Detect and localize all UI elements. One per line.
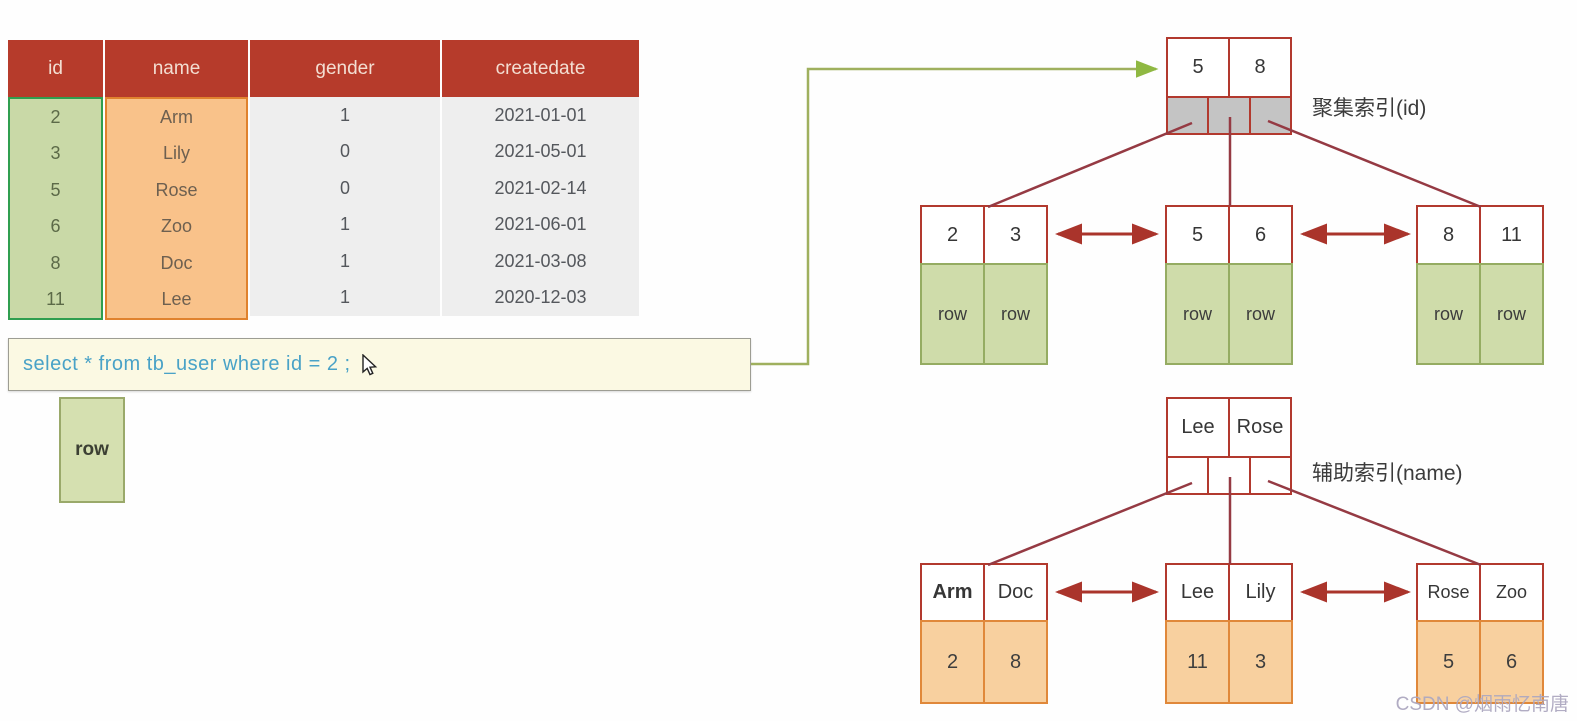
- leaf-key: 11: [1479, 205, 1544, 265]
- leaf-id-cell: 11: [1165, 620, 1230, 704]
- leaf-row-cell: row: [1416, 263, 1481, 365]
- root-pointer-cell: [1248, 456, 1292, 495]
- leaf-key: Arm: [920, 563, 985, 622]
- table-column-id: 2 3 5 6 8 11: [8, 97, 103, 320]
- root-key: 5: [1166, 37, 1230, 98]
- table-header-createdate: createdate: [442, 40, 639, 97]
- clustered-leaf: 5 6 row row: [1165, 205, 1293, 365]
- root-pointer-cell: [1207, 96, 1251, 135]
- root-pointer-cell: [1166, 96, 1210, 135]
- leaf-key: Lee: [1165, 563, 1230, 622]
- leaf-row-cell: row: [920, 263, 985, 365]
- table-cell: 2021-01-01: [494, 104, 587, 125]
- leaf-key: 8: [1416, 205, 1481, 265]
- leaf-key: Doc: [983, 563, 1048, 622]
- table-cell: 8: [50, 252, 61, 273]
- leaf-key: 6: [1228, 205, 1293, 265]
- table-column-gender: 1 0 0 1 1 1: [250, 97, 440, 316]
- leaf-id-cell: 2: [920, 620, 985, 704]
- table-cell: 2020-12-03: [494, 287, 587, 308]
- root-pointer-cell: [1207, 456, 1251, 495]
- table-cell: 2021-02-14: [494, 177, 587, 198]
- root-pointer-cell: [1166, 456, 1210, 495]
- table-cell: 1: [339, 104, 350, 125]
- watermark: CSDN @烟雨忆南唐: [1395, 694, 1569, 715]
- root-pointer-cell: [1248, 96, 1292, 135]
- user-table-header: id name gender createdate: [8, 40, 639, 97]
- table-cell: 11: [46, 289, 65, 310]
- leaf-row-cell: row: [1479, 263, 1544, 365]
- table-cell: 1: [339, 250, 350, 271]
- table-cell: 5: [50, 179, 61, 200]
- clustered-leaf: 8 11 row row: [1416, 205, 1544, 365]
- leaf-key: 5: [1165, 205, 1230, 265]
- clustered-index-root: 5 8: [1166, 37, 1292, 135]
- table-cell: 2: [50, 106, 61, 127]
- secondary-index-label: 辅助索引(name): [1312, 462, 1463, 485]
- sql-query-box: select * from tb_user where id = 2 ;: [8, 338, 751, 391]
- leaf-key: Lily: [1228, 563, 1293, 622]
- clustered-leaf: 2 3 row row: [920, 205, 1048, 365]
- secondary-index-root: Lee Rose: [1166, 397, 1292, 495]
- table-cell: 6: [50, 216, 61, 237]
- table-cell: 1: [339, 214, 350, 235]
- table-cell: 3: [50, 143, 61, 164]
- table-cell: Doc: [160, 252, 193, 273]
- clustered-index-label: 聚集索引(id): [1312, 97, 1427, 120]
- row-legend-label: row: [75, 439, 109, 460]
- table-column-createdate: 2021-01-01 2021-05-01 2021-02-14 2021-06…: [442, 97, 639, 316]
- tree-line: [987, 481, 1193, 567]
- table-cell: 2021-06-01: [494, 214, 587, 235]
- leaf-row-cell: row: [1165, 263, 1230, 365]
- table-header-gender: gender: [250, 40, 440, 97]
- root-key: Rose: [1228, 397, 1292, 458]
- leaf-key: Rose: [1416, 563, 1481, 622]
- table-header-name: name: [105, 40, 248, 97]
- table-header-id: id: [8, 40, 103, 97]
- table-cell: 2021-03-08: [494, 250, 587, 271]
- root-key: Lee: [1166, 397, 1230, 458]
- secondary-leaf: Rose Zoo 5 6: [1416, 563, 1544, 704]
- table-cell: 1: [339, 287, 350, 308]
- tree-line: [1267, 119, 1482, 209]
- tree-line: [987, 121, 1193, 209]
- table-cell: Rose: [155, 179, 198, 200]
- tree-line: [1267, 479, 1482, 567]
- table-cell: Lily: [162, 143, 190, 164]
- leaf-row-cell: row: [1228, 263, 1293, 365]
- leaf-id-cell: 8: [983, 620, 1048, 704]
- leaf-id-cell: 6: [1479, 620, 1544, 704]
- secondary-leaf: Lee Lily 11 3: [1165, 563, 1293, 704]
- sql-query-text: select * from tb_user where id = 2 ;: [23, 353, 351, 375]
- table-cell: Zoo: [160, 216, 193, 237]
- table-cell: 2021-05-01: [494, 141, 587, 162]
- leaf-key: 3: [983, 205, 1048, 265]
- table-cell: 0: [339, 141, 350, 162]
- leaf-key: 2: [920, 205, 985, 265]
- leaf-row-cell: row: [983, 263, 1048, 365]
- mouse-cursor-icon: [362, 354, 378, 376]
- table-column-name: Arm Lily Rose Zoo Doc Lee: [105, 97, 248, 320]
- secondary-leaf: Arm Doc 2 8: [920, 563, 1048, 704]
- root-key: 8: [1228, 37, 1292, 98]
- leaf-key: Zoo: [1479, 563, 1544, 622]
- table-cell: 0: [339, 177, 350, 198]
- row-legend-box: row: [59, 397, 125, 503]
- table-cell: Arm: [160, 106, 193, 127]
- leaf-id-cell: 3: [1228, 620, 1293, 704]
- table-cell: Lee: [161, 289, 192, 310]
